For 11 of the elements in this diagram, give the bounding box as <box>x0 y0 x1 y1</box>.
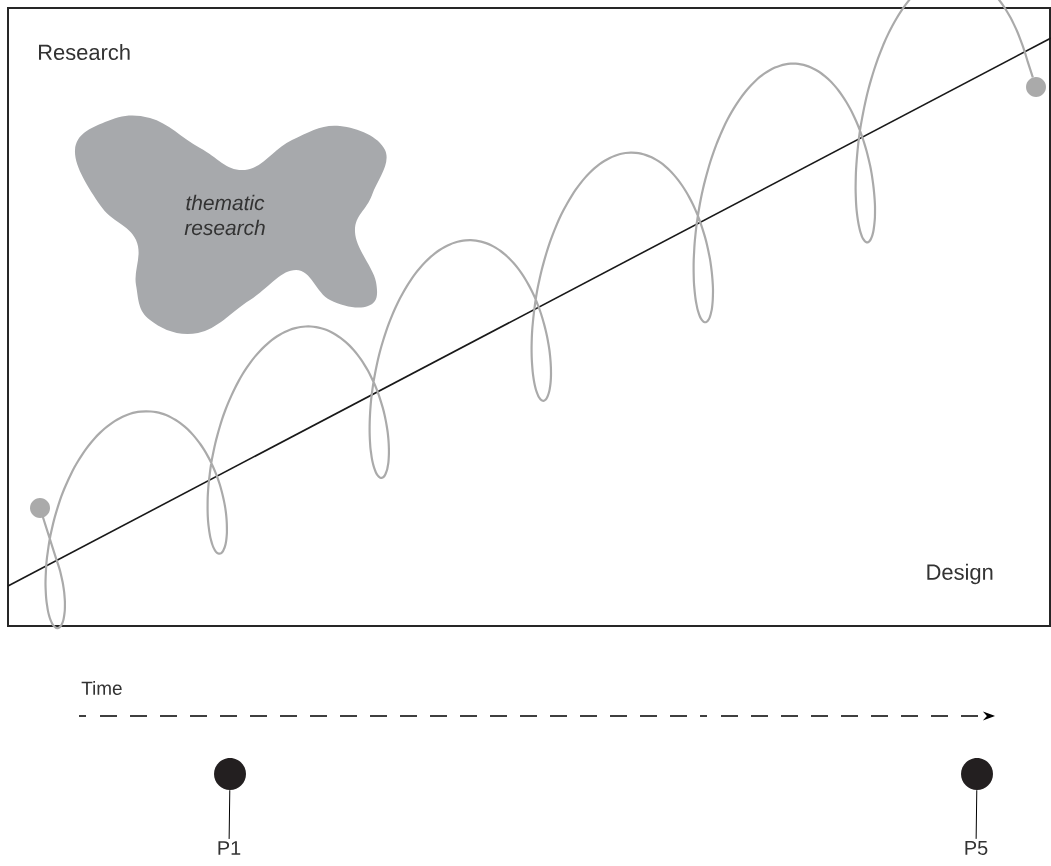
leader-line <box>975 789 978 840</box>
milestone-dot <box>961 758 993 790</box>
point-label: P5 <box>965 841 988 855</box>
leader-line <box>228 789 231 840</box>
axis-label: Design <box>927 563 993 585</box>
axis-label: Time <box>81 681 122 695</box>
start-dot <box>30 498 50 518</box>
milestone-dot <box>214 758 246 790</box>
axis-label: Research <box>39 43 130 61</box>
start-dot <box>1026 77 1046 97</box>
point-label: P1 <box>218 841 241 855</box>
